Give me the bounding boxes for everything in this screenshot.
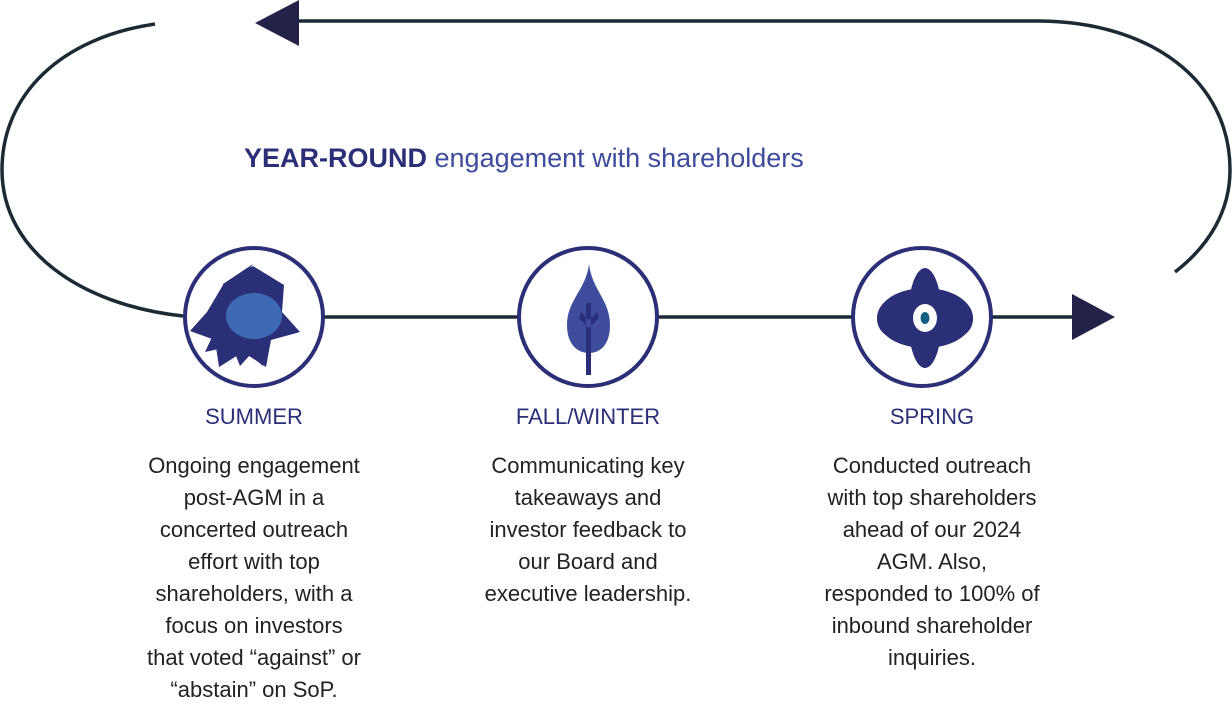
season-description: Communicating key takeaways and investor… — [484, 453, 692, 606]
arrowhead-left — [255, 0, 299, 46]
stage-fall-winter: FALL/WINTER Communicating key takeaways … — [438, 400, 738, 610]
page-title: YEAR-ROUND engagement with shareholders — [244, 143, 804, 173]
spring-circle — [851, 246, 993, 388]
season-description: Conducted outreach with top shareholders… — [824, 453, 1040, 670]
fall-winter-circle — [517, 246, 659, 388]
stage-summer: SUMMER Ongoing engagement post-AGM in a … — [104, 400, 404, 706]
season-description: Ongoing engagement post-AGM in a concert… — [146, 453, 361, 702]
left-arc — [0, 22, 184, 318]
summer-circle — [183, 246, 325, 388]
stage-spring: SPRING Conducted outreach with top share… — [782, 400, 1082, 674]
season-label: SUMMER — [205, 404, 303, 429]
arrowhead-right — [1072, 294, 1115, 340]
right-arc — [1039, 19, 1232, 274]
season-label: FALL/WINTER — [515, 404, 661, 429]
season-label: SPRING — [889, 404, 975, 429]
